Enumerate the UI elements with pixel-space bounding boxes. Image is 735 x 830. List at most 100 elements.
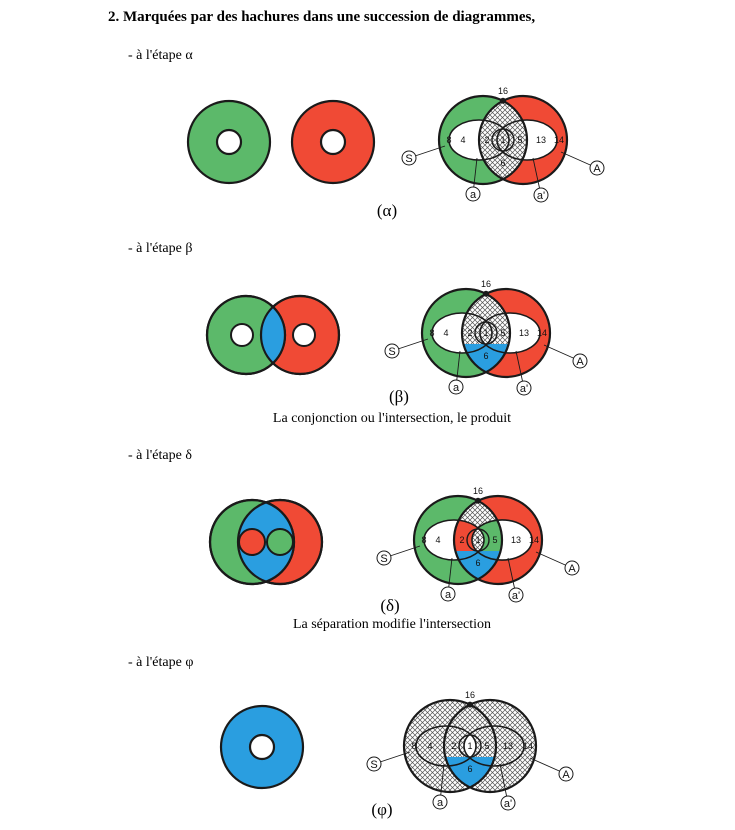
region-number-center: 1 [483,328,488,338]
region-number-right-inner: 13 [519,328,529,338]
venn-right-ellipse-lens-group [480,313,510,353]
callout-a-prime-circle [533,187,549,203]
callout-a-circle [448,379,464,395]
venn-right-ellipse-lens-group [497,120,527,160]
region-number-mid-left: 2 [459,535,464,545]
callout-a-prime-text: a' [520,383,528,395]
venn-left-outline [402,698,498,794]
figure-label-alpha: (α) [376,201,398,220]
region-number-center: 1 [467,741,472,751]
callout-S-circle [376,550,392,566]
step-label-delta: - à l'étape δ [128,448,192,463]
region-number-top: 16 [473,486,483,496]
region-number-right-outer: 14 [537,328,547,338]
region-number-left-inner: 4 [460,135,465,145]
venn-right-outline [477,94,569,186]
callout-a-prime-text: a' [512,590,520,602]
union-delta [208,498,324,586]
venn-left-outline [420,287,512,379]
callout-S-text: S [370,759,377,771]
venn-right-outline [442,698,538,794]
region-number-bottom: 6 [500,158,505,168]
callout-a-prime-text: a' [504,798,512,810]
region-number-right-outer: 14 [529,535,539,545]
callout-S-circle [401,150,417,166]
venn-left-ellipse-lens-hatch [479,120,509,160]
region-number-right-inner: 13 [503,741,513,751]
region-number-left-outer: 8 [411,741,416,751]
step-label-phi: - à l'étape φ [128,655,194,670]
region-number-right-inner: 13 [511,535,521,545]
callout-S-circle [384,343,400,359]
callout-a-circle [432,794,448,810]
callout-a-prime-circle [508,587,524,603]
section-title: 2. Marquées par des hachures dans une su… [108,9,536,25]
venn-right-ellipse-lens-hatch [497,120,527,160]
region-number-left-outer: 8 [446,135,451,145]
callout-S-circle [366,756,382,772]
region-number-top: 16 [465,690,475,700]
region-number-top: 16 [481,279,491,289]
region-number-bottom: 6 [467,764,472,774]
callout-A-text: A [593,163,601,175]
callout-a-text: a [470,189,477,201]
venn-left-outline [437,94,529,186]
caption-beta: La conjonction ou l'intersection, le pro… [272,411,512,426]
venn-top-dot [483,290,489,297]
callout-A-circle [572,353,588,369]
venn-left-ellipse-outline [448,119,510,161]
callout-A-text: A [576,356,584,368]
callout-S-text: S [405,153,412,165]
callout-A-text: A [562,769,570,781]
region-number-mid-right: 5 [517,135,522,145]
callout-A-circle [564,560,580,576]
caption-delta: La séparation modifie l'intersection [292,617,492,632]
ring-blue-phi [219,704,305,790]
union-delta-right-outline [236,498,324,586]
step-label-beta: - à l'étape β [128,241,193,256]
venn-right-ellipse-outline [463,725,525,767]
callout-A-circle [589,160,605,176]
venn-left-ellipse-lens-hatch [462,313,492,353]
region-number-mid-left: 2 [451,741,456,751]
callout-a-prime-circle [516,380,532,396]
venn-left-ellipse-outline [431,312,493,354]
region-number-mid-right: 5 [492,535,497,545]
union-beta-right-outline [259,294,341,376]
union-delta-inner-red [238,528,266,556]
venn-right-ellipse-outline [479,312,541,354]
figure-label-beta: (β) [389,387,409,406]
ring-green-alpha [186,99,272,185]
venn-right-outline [460,287,552,379]
region-number-right-inner: 13 [536,135,546,145]
venn-top-dot [467,701,473,708]
region-number-center: 1 [500,135,505,145]
callout-a-prime-text: a' [537,190,545,202]
venn-phi-left-ellipse [416,726,476,766]
venn-top-dot [475,497,481,504]
venn-left-ellipse-outline [415,725,477,767]
callout-A-circle [558,766,574,782]
region-number-top: 16 [498,86,508,96]
venn-left-ellipse-outline [423,519,485,561]
callout-a-text: a [453,382,460,394]
callout-a-prime-circle [500,795,516,811]
venn-left-outline [412,494,504,586]
step-label-alpha: - à l'étape α [128,48,193,63]
callout-a-circle [440,586,456,602]
region-number-mid-right: 5 [484,741,489,751]
region-number-right-outer: 14 [554,135,564,145]
venn-right-ellipse-outline [496,119,558,161]
union-delta-inner-green [266,528,294,556]
union-beta-left-outline [205,294,287,376]
figure-label-phi: (φ) [371,800,393,819]
region-number-mid-right: 5 [500,328,505,338]
region-number-left-outer: 8 [429,328,434,338]
venn-right-outline [452,494,544,586]
region-number-bottom: 6 [483,351,488,361]
